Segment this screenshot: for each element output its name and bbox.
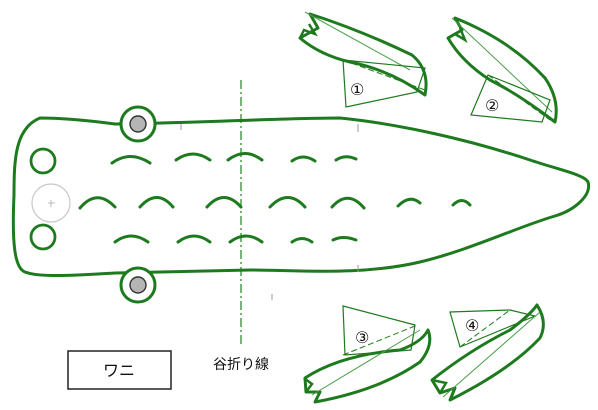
- leg-3-number: ③: [355, 328, 369, 347]
- leg-2-number: ②: [485, 96, 499, 115]
- eye-bottom: [119, 266, 157, 304]
- leg-1: ①: [298, 11, 428, 108]
- leg-2: ②: [446, 16, 558, 124]
- leg-1-number: ①: [350, 80, 364, 99]
- scale-marks: [78, 152, 472, 244]
- center-registration-mark: [31, 183, 71, 223]
- leg-4: ④: [430, 303, 545, 402]
- title-text: ワニ: [103, 361, 135, 380]
- eye-top: [119, 105, 157, 143]
- left-circle-top: [29, 147, 57, 175]
- crocodile-body-outline: [11, 116, 591, 278]
- leg-3: ③: [303, 305, 432, 404]
- tick-marks: [180, 124, 359, 300]
- left-circle-bottom: [29, 223, 57, 251]
- valley-fold-label: 谷折り線: [213, 357, 269, 373]
- leg-4-number: ④: [465, 316, 479, 335]
- title-box: ワニ: [67, 350, 172, 390]
